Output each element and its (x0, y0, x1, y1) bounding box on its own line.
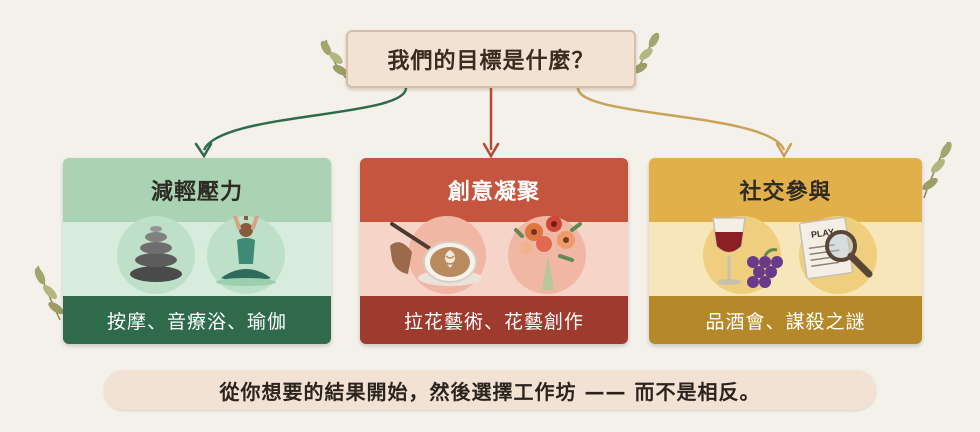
branch-card-social-engagement: 社交參與 PLAY (649, 158, 922, 344)
branch-subtitle: 拉花藝術、花藝創作 (360, 296, 628, 344)
footer-text: 從你想要的結果開始，然後選擇工作坊 —— 而不是相反。 (219, 379, 761, 404)
stacked-stones-icon (130, 226, 182, 282)
wine-grapes-icon (712, 217, 783, 288)
leaf-sprig-right-icon (922, 141, 952, 199)
leaf-sprig-top-left-icon (320, 39, 348, 79)
root-title: 我們的目標是什麼？ (387, 49, 595, 74)
connector-right-arrowhead (775, 142, 793, 159)
connector-middle-arrowhead (482, 142, 500, 159)
branch-illustration (63, 216, 331, 296)
branch-title: 創意凝聚 (360, 158, 628, 222)
footer-banner: 從你想要的結果開始，然後選擇工作坊 —— 而不是相反。 (104, 370, 876, 410)
branch-card-creative-bonding: 創意凝聚 (360, 158, 628, 344)
branch-illustration (360, 216, 628, 296)
connector-left (202, 87, 408, 151)
leaf-sprig-left-icon (34, 265, 64, 321)
yoga-person-icon (216, 216, 276, 286)
flower-bouquet-icon (514, 216, 582, 290)
branch-title: 社交參與 (649, 158, 922, 222)
branch-illustration: PLAY (649, 216, 922, 296)
branch-subtitle: 按摩、音療浴、瑜伽 (63, 296, 331, 344)
branch-subtitle: 品酒會、謀殺之謎 (649, 296, 922, 344)
branch-card-stress-relief: 減輕壓力 按摩、音療浴、瑜伽 (63, 158, 331, 344)
branch-title: 減輕壓力 (63, 158, 331, 222)
connector-left-arrowhead (194, 142, 213, 159)
connector-right (576, 87, 786, 151)
mystery-magnifier-icon: PLAY (798, 216, 873, 280)
root-question-box: 我們的目標是什麼？ (346, 30, 636, 88)
latte-art-icon (390, 222, 482, 286)
